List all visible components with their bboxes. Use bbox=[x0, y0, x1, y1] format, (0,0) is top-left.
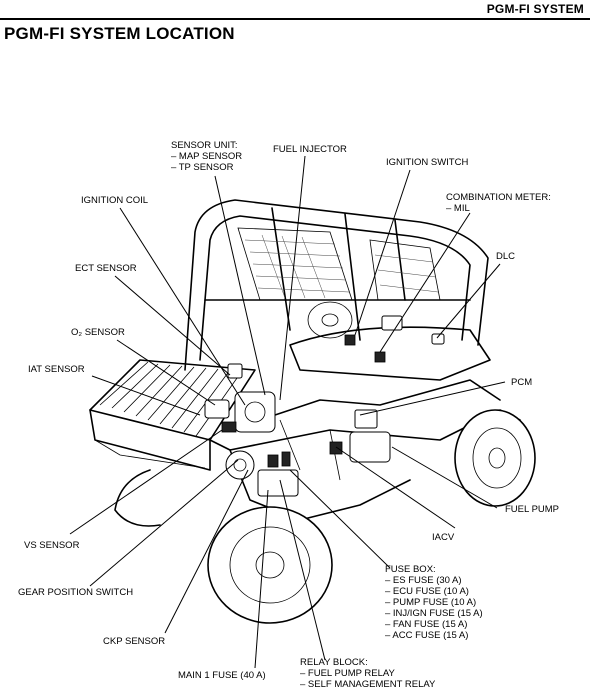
ecu-fuse-item: – ECU FUSE (10 A) bbox=[385, 586, 469, 597]
o2-sensor-label: O₂ SENSOR bbox=[71, 327, 125, 338]
dlc-label: DLC bbox=[496, 251, 516, 262]
acc-fuse-item: – ACC FUSE (15 A) bbox=[385, 630, 469, 641]
cargo-rack bbox=[89, 359, 256, 471]
pump-fuse-item: – PUMP FUSE (10 A) bbox=[385, 597, 477, 608]
sensor-unit-label: SENSOR UNIT: – MAP SENSOR – TP SENSOR bbox=[171, 140, 242, 173]
main1-fuse-label: MAIN 1 FUSE (40 A) bbox=[178, 670, 266, 681]
gear-position-switch-label: GEAR POSITION SWITCH bbox=[18, 587, 134, 598]
ckp-sensor-label: CKP SENSOR bbox=[103, 636, 166, 647]
tires bbox=[114, 409, 536, 624]
es-fuse-item: – ES FUSE (30 A) bbox=[385, 575, 462, 586]
fuse-box-label: FUSE BOX: – ES FUSE (30 A) – ECU FUSE (1… bbox=[385, 564, 483, 641]
fan-fuse-item: – FAN FUSE (15 A) bbox=[385, 619, 468, 630]
roll-cage bbox=[184, 199, 489, 371]
leader-lines bbox=[69, 155, 506, 669]
iacv-label: IACV bbox=[432, 532, 455, 543]
engine-components bbox=[204, 334, 391, 497]
mil-item: – MIL bbox=[446, 203, 470, 214]
relay-block-title: RELAY BLOCK: bbox=[300, 657, 368, 668]
fuel-injector-label: FUEL INJECTOR bbox=[273, 144, 347, 155]
ignition-switch-label: IGNITION SWITCH bbox=[386, 157, 469, 168]
iat-sensor-label: IAT SENSOR bbox=[28, 364, 85, 375]
combination-meter-label: COMBINATION METER: – MIL bbox=[446, 192, 551, 214]
fuel-pump-label: FUEL PUMP bbox=[505, 504, 560, 515]
fuel-pump-relay-item: – FUEL PUMP RELAY bbox=[300, 668, 395, 679]
relay-block-label: RELAY BLOCK: – FUEL PUMP RELAY – SELF MA… bbox=[300, 657, 435, 690]
map-sensor-item: – MAP SENSOR bbox=[171, 151, 243, 162]
combination-meter-title: COMBINATION METER: bbox=[446, 192, 551, 203]
tp-sensor-item: – TP SENSOR bbox=[171, 162, 234, 173]
header-rule bbox=[0, 18, 590, 20]
dashboard bbox=[289, 301, 491, 381]
section-title: PGM-FI SYSTEM bbox=[486, 2, 584, 16]
inj-ign-fuse-item: – INJ/IGN FUSE (15 A) bbox=[385, 608, 483, 619]
ignition-coil-label: IGNITION COIL bbox=[81, 195, 149, 206]
ect-sensor-label: ECT SENSOR bbox=[75, 263, 137, 274]
page-title: PGM-FI SYSTEM LOCATION bbox=[4, 24, 235, 43]
vs-sensor-label: VS SENSOR bbox=[24, 540, 80, 551]
self-management-relay-item: – SELF MANAGEMENT RELAY bbox=[300, 679, 436, 690]
pcm-label: PCM bbox=[511, 377, 533, 388]
sensor-unit-title: SENSOR UNIT: bbox=[171, 140, 238, 151]
fuse-box-title: FUSE BOX: bbox=[385, 564, 436, 575]
